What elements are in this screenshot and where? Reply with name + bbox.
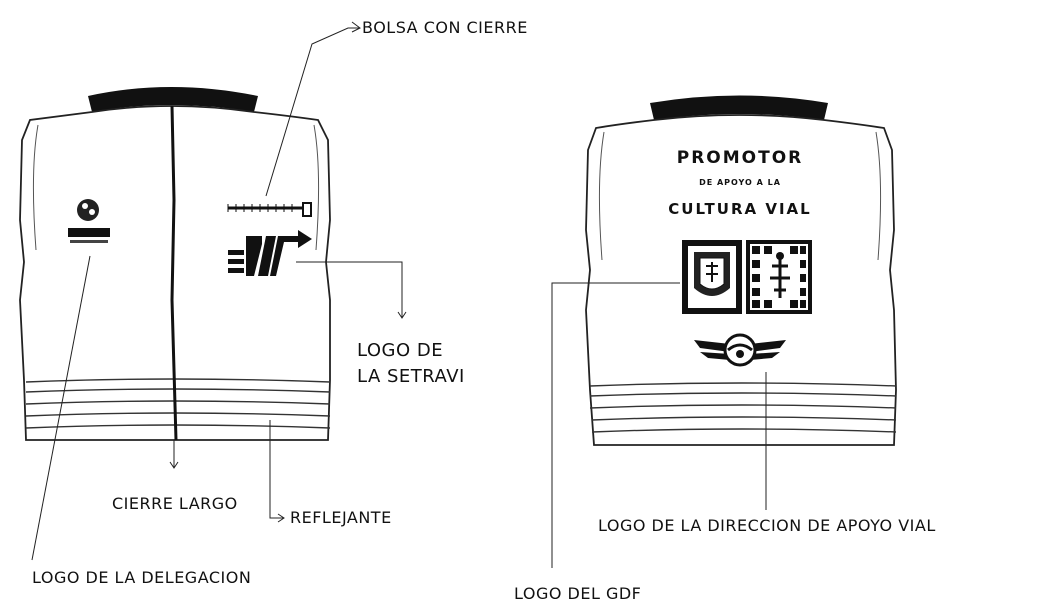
back-reflective-stripes <box>589 382 897 433</box>
label-logo-setravi-1: LOGO DE <box>357 340 444 361</box>
front-vest-body <box>19 105 331 441</box>
gdf-emblem-icon <box>746 240 812 314</box>
leader-lines <box>31 21 767 568</box>
back-vest <box>585 95 897 446</box>
front-collar <box>88 87 258 112</box>
label-logo-gdf: LOGO DEL GDF <box>514 584 642 603</box>
label-cierre-largo: CIERRE LARGO <box>112 494 238 513</box>
back-title-cultura: CULTURA VIAL <box>668 200 812 218</box>
gdf-shield-icon <box>682 240 742 314</box>
label-bolsa-con-cierre: BOLSA CON CIERRE <box>362 18 528 37</box>
setravi-logo-icon <box>228 230 312 276</box>
back-subtitle: DE APOYO A LA <box>699 178 781 187</box>
label-logo-setravi-2: LA SETRAVI <box>357 366 465 387</box>
back-title-promotor: PROMOTOR <box>676 148 804 168</box>
label-reflejante: REFLEJANTE <box>290 508 392 527</box>
label-logo-direccion-apoyo-vial: LOGO DE LA DIRECCION DE APOYO VIAL <box>598 516 936 535</box>
apoyo-vial-wings-icon <box>694 333 786 367</box>
label-logo-delegacion: LOGO DE LA DELEGACION <box>32 568 252 587</box>
zipper <box>170 105 178 441</box>
back-collar <box>650 95 828 120</box>
front-vest <box>19 87 331 441</box>
delegacion-logo-icon <box>68 199 110 243</box>
zipper-pocket-icon <box>227 202 312 217</box>
